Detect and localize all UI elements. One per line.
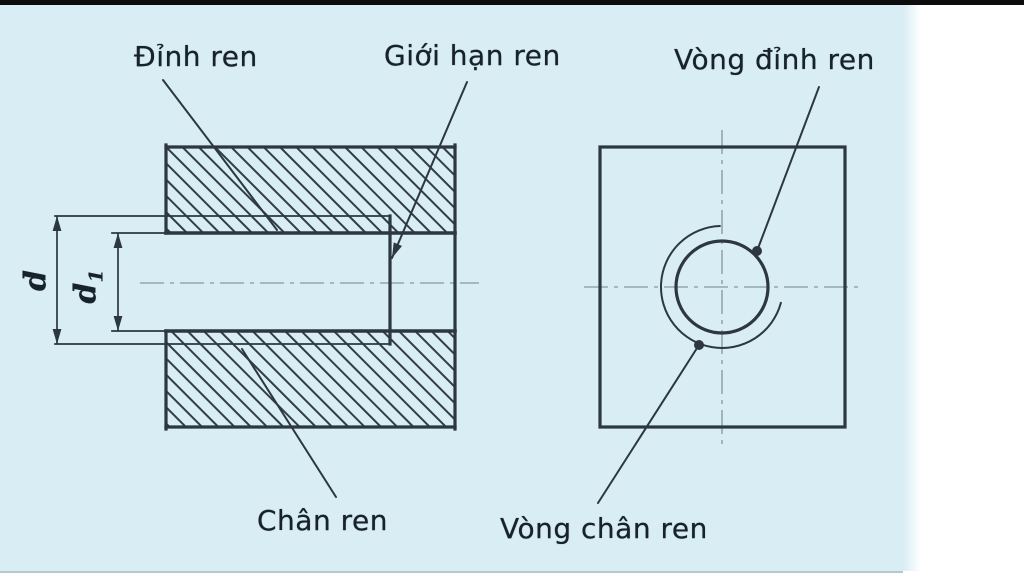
label-thread-limit: Giới hạn ren <box>384 39 561 72</box>
background-fade <box>903 5 921 571</box>
dimension-d1-base-text: d <box>68 282 104 304</box>
leader-vong-dinh-ren <box>756 86 820 252</box>
thread-crest-circle <box>674 239 770 335</box>
hatch-top-block <box>166 147 455 233</box>
arrowhead-gioi-han-ren <box>392 242 402 258</box>
leader-dot-vong-chan-ren <box>694 340 704 350</box>
dimension-d1-subscript: 1 <box>85 269 108 283</box>
label-dimension-d: d <box>19 259 54 303</box>
hatch-bottom-block <box>166 331 455 427</box>
leader-chan-ren <box>241 348 337 498</box>
top-black-bar <box>0 0 1024 5</box>
end-view <box>584 130 861 445</box>
leader-gioi-han-ren <box>391 81 468 259</box>
leader-dinh-ren <box>162 79 278 231</box>
leader-dot-vong-dinh-ren <box>752 246 762 256</box>
figure-background <box>0 5 903 573</box>
label-dimension-d1: d1 <box>69 263 108 311</box>
label-crest-circle: Vòng đỉnh ren <box>674 43 875 76</box>
section-view <box>52 143 479 431</box>
arrowhead-d-top <box>52 216 62 231</box>
label-thread-root: Chân ren <box>257 504 388 537</box>
end-view-square-outline <box>598 145 847 429</box>
leader-lines <box>162 79 820 504</box>
label-thread-crest: Đỉnh ren <box>134 40 258 73</box>
leader-vong-chan-ren <box>597 344 700 504</box>
arrowhead-d1-top <box>113 233 123 248</box>
arrowhead-d-bottom <box>52 329 62 344</box>
dimension-d-text: d <box>18 270 54 291</box>
thread-root-arc <box>660 225 782 349</box>
label-root-circle: Vòng chân ren <box>500 512 708 545</box>
arrowhead-d1-bottom <box>113 316 123 331</box>
